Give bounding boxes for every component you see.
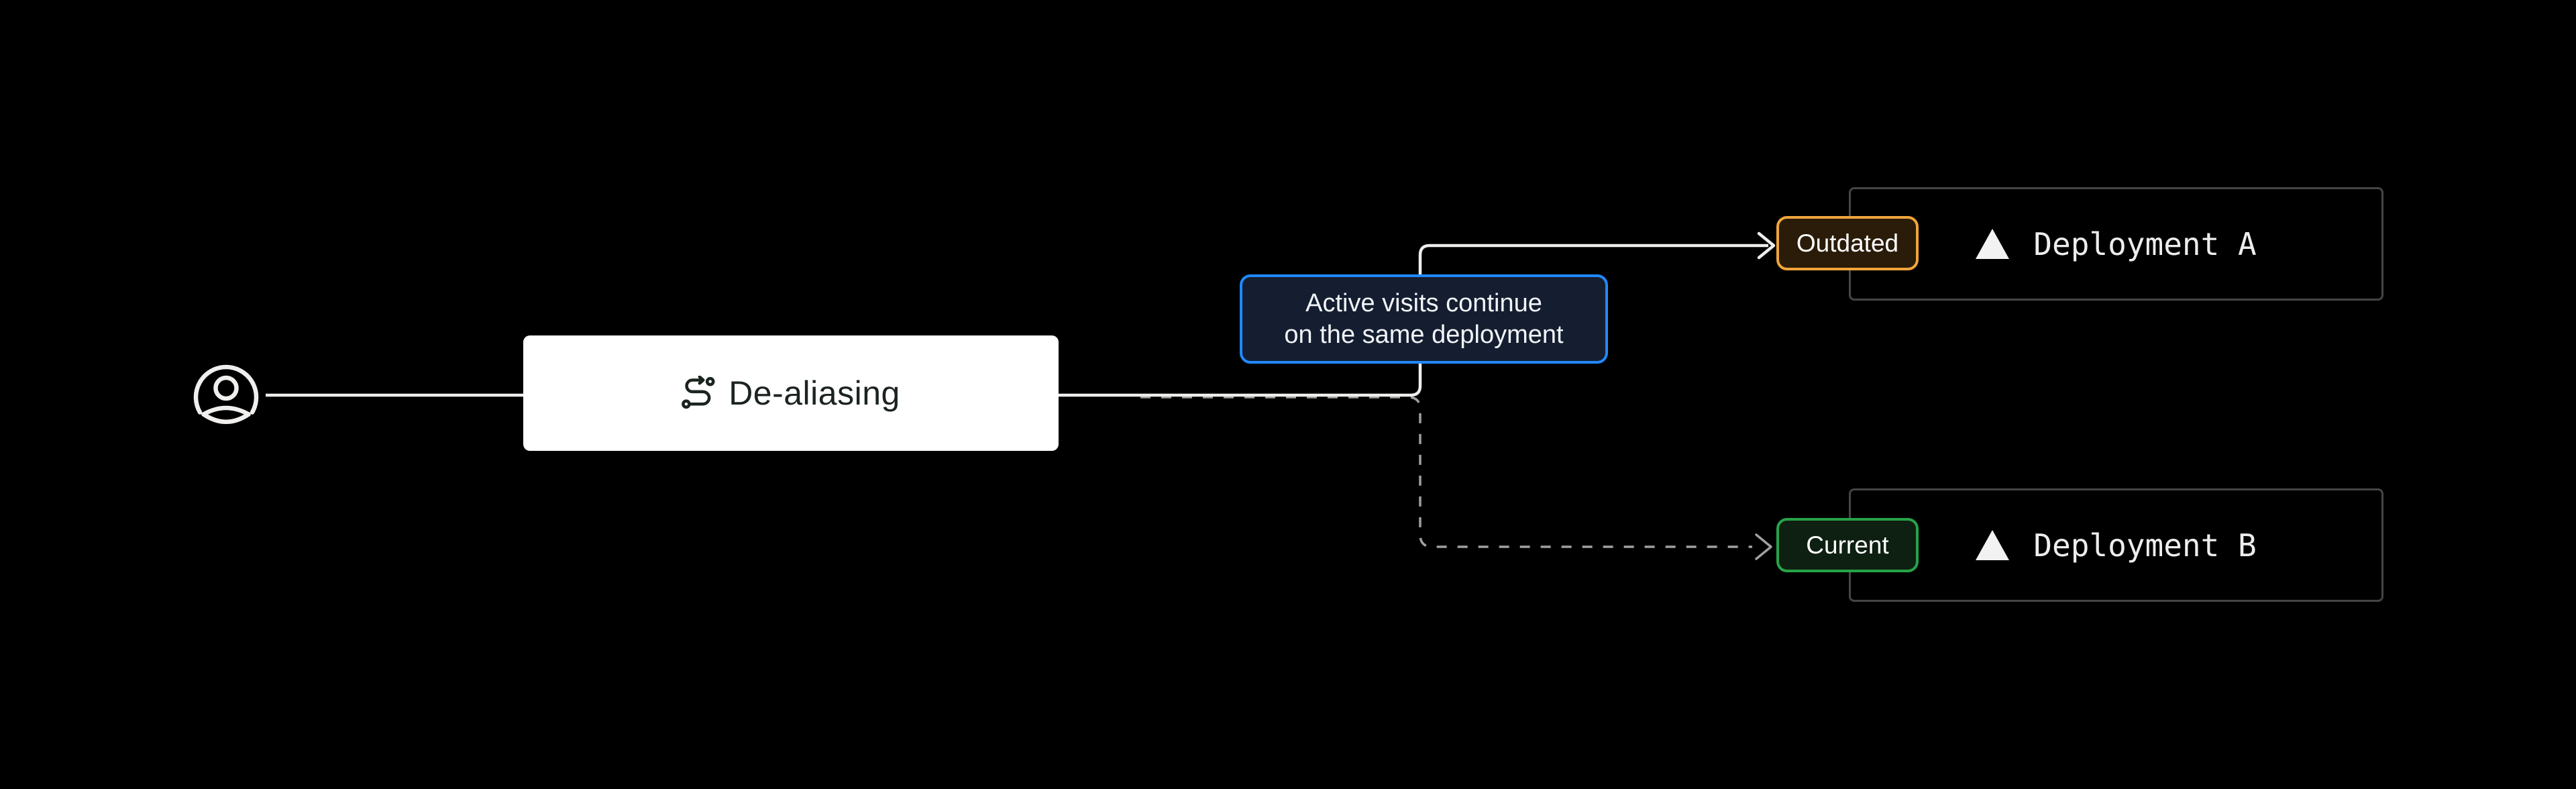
status-badge-current: Current: [1776, 518, 1919, 572]
status-badge-outdated-label: Outdated: [1796, 229, 1899, 257]
vercel-triangle-icon: [1976, 229, 2010, 259]
tooltip-line-2: on the same deployment: [1284, 320, 1564, 349]
dashed-arrowhead-icon: [1755, 533, 1772, 560]
active-visits-tooltip: Active visits continue on the same deplo…: [1240, 274, 1608, 364]
status-badge-outdated: Outdated: [1776, 216, 1919, 270]
solid-arrowhead-icon: [1757, 231, 1776, 260]
vercel-triangle-icon: [1976, 530, 2010, 560]
user-circle-icon: [193, 364, 259, 424]
status-badge-current-label: Current: [1806, 531, 1889, 559]
route-icon: [682, 376, 715, 409]
tooltip-line-1: Active visits continue: [1305, 288, 1542, 317]
process-node-label: De-aliasing: [729, 374, 900, 412]
process-to-current-dashed-line: [1140, 396, 1752, 548]
deployment-b-label: Deployment B: [2033, 527, 2257, 564]
process-node-de-aliasing: De-aliasing: [523, 335, 1059, 451]
deployment-a-label: Deployment A: [2033, 225, 2257, 262]
deployment-a-node: Deployment A: [1849, 187, 2383, 301]
deployment-b-node: Deployment B: [1849, 488, 2383, 602]
